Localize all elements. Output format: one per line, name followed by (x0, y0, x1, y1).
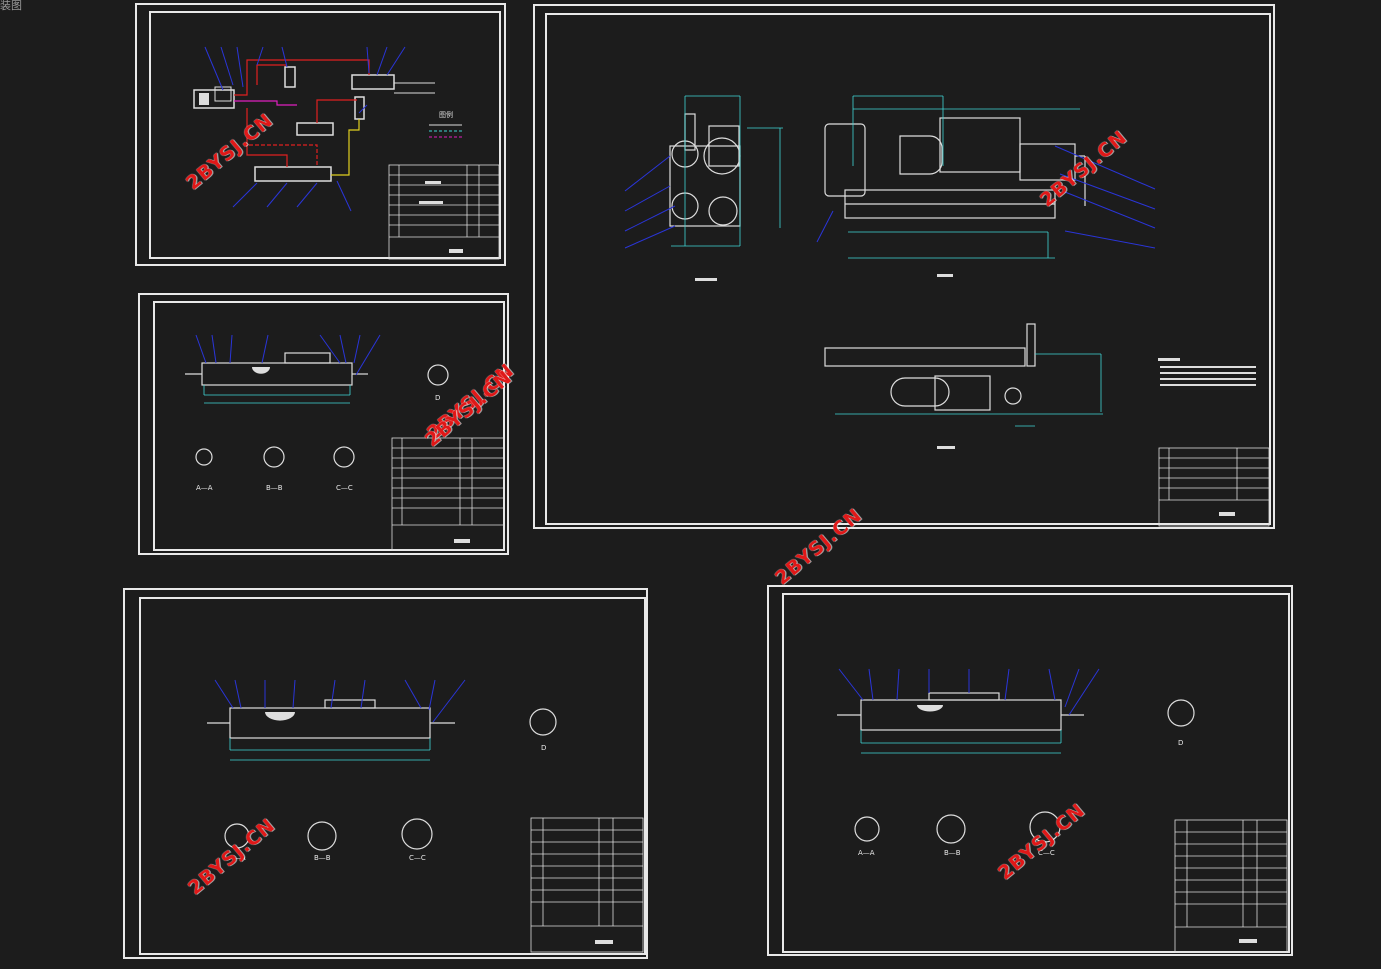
unit-assembly-drawing (624, 95, 1270, 527)
section-label-cc: C—C (1038, 849, 1055, 857)
heat-exchanger-2-drawing (207, 679, 644, 953)
section-label-cc: C—C (336, 484, 353, 492)
sheet-inner-frame (139, 597, 646, 955)
section-label-aa: A—A (229, 854, 246, 862)
section-label-aa: A—A (858, 849, 875, 857)
sheet-inner-frame (782, 593, 1290, 953)
sheet-heat-exchanger-1[interactable]: D A—A B—B C—C 2BYSJ.CN (138, 293, 518, 555)
section-label-cc: C—C (409, 854, 426, 862)
heat-exchanger-3-drawing (837, 668, 1288, 953)
section-label-bb: B—B (266, 484, 283, 492)
sheet-inner-frame (149, 11, 501, 259)
system-diagram-drawing: 图例 (193, 46, 500, 260)
sheet-heat-exchanger-3[interactable]: D A—A B—B C—C 2BYSJ.CN (767, 585, 1293, 956)
section-label-bb: B—B (314, 854, 331, 862)
sheet-system-diagram[interactable]: 图例 2BYSJ.CN (135, 3, 506, 266)
sheet-unit-assembly[interactable]: 2BYSJ.CN (533, 4, 1275, 529)
section-label-d: D (541, 744, 547, 752)
section-label-bb: B—B (944, 849, 961, 857)
sheet-heat-exchanger-2[interactable]: D A—A B—B C—C 2BYSJ.CN (123, 588, 648, 959)
svg-text:图例: 图例 (439, 110, 453, 119)
section-label-d: D (1178, 739, 1184, 747)
sheet-inner-frame (153, 301, 505, 551)
corner-label: 装图 (0, 0, 22, 12)
sheet-inner-frame (545, 13, 1271, 525)
section-label-aa: A—A (196, 484, 213, 492)
heat-exchanger-1-drawing (185, 334, 505, 551)
section-label-d: D (435, 394, 441, 402)
